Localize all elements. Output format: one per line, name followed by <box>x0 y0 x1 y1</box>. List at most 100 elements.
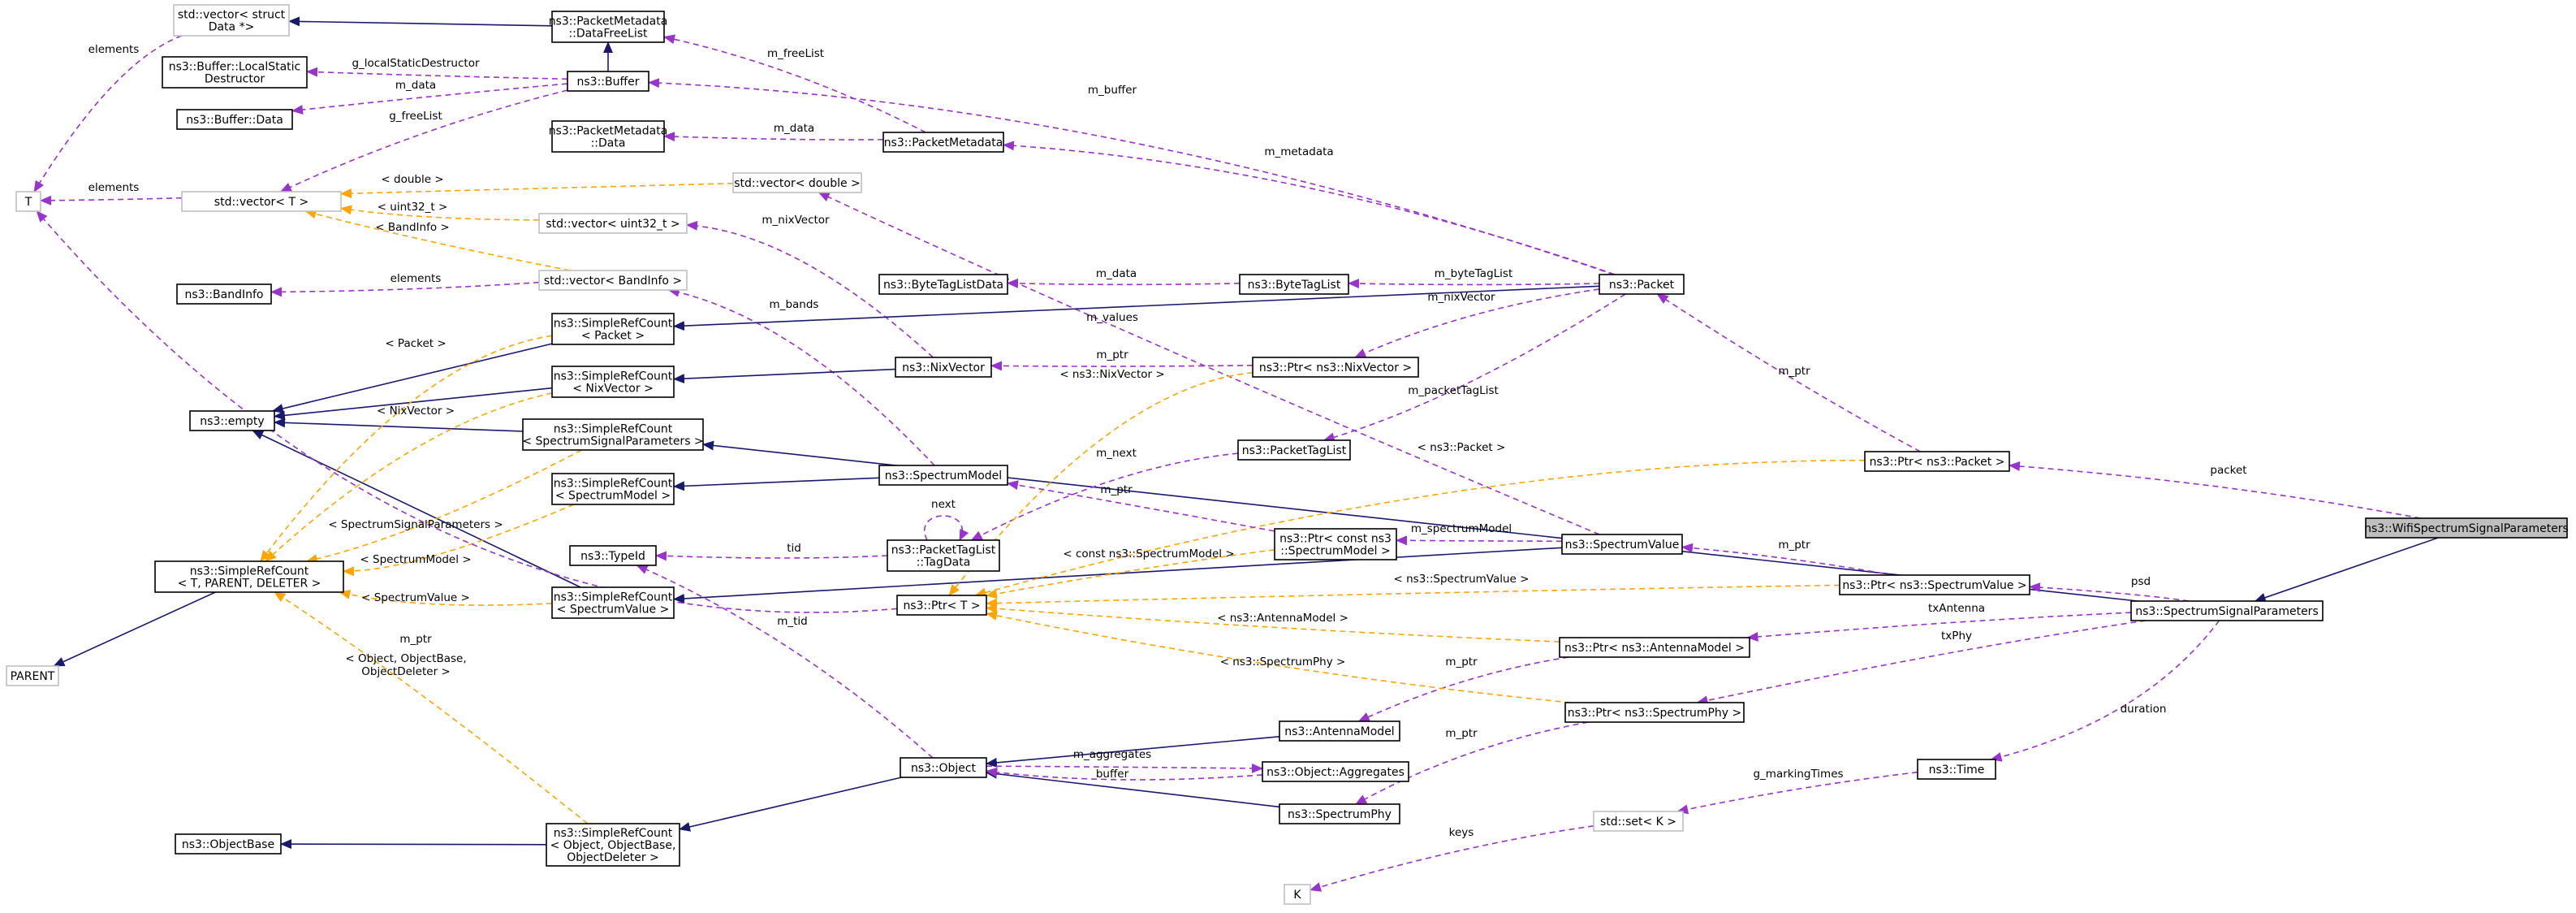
node-parent[interactable]: PARENT <box>6 665 59 686</box>
edge-spectrum_value-to-ptr_csm <box>1396 535 1563 546</box>
edge-label-keys: keys <box>1449 826 1474 839</box>
node-label: ns3::PacketMetadata <box>884 136 1003 149</box>
node-empty[interactable]: ns3::empty <box>189 410 275 431</box>
node-src-ssp[interactable]: ns3::SimpleRefCount< SpectrumSignalParam… <box>522 418 704 451</box>
node-packet[interactable]: ns3::Packet <box>1599 274 1685 295</box>
edge-label-m_data: m_data <box>395 79 436 92</box>
edge-label-BandInfo: < BandInfo > <box>375 221 449 234</box>
edge-label-m_ptr: m_ptr <box>1445 727 1478 740</box>
node-label: ns3::PacketTagList::TagData <box>891 544 996 569</box>
node-set-K[interactable]: std::set< K > <box>1593 811 1684 832</box>
node-vec-double[interactable]: std::vector< double > <box>732 172 862 193</box>
node-antenna-model[interactable]: ns3::AntennaModel <box>1279 720 1400 742</box>
node-label: ns3::empty <box>200 415 264 428</box>
edge-label-NixVector: < NixVector > <box>377 405 455 418</box>
node-src-nix[interactable]: ns3::SimpleRefCount< NixVector > <box>551 366 675 398</box>
edge-packet_metadata-to-pmd_data <box>663 132 884 142</box>
node-ptr-T[interactable]: ns3::Ptr< T > <box>896 595 987 616</box>
node-btl[interactable]: ns3::ByteTagList <box>1239 274 1349 295</box>
node-src-obj[interactable]: ns3::SimpleRefCount< Object, ObjectBase,… <box>546 823 680 867</box>
node-ptr-am[interactable]: ns3::Ptr< ns3::AntennaModel > <box>1559 637 1750 658</box>
node-K[interactable]: K <box>1284 884 1311 905</box>
node-vec-T[interactable]: std::vector< T > <box>181 191 342 212</box>
node-ptr-nix[interactable]: ns3::Ptr< ns3::NixVector > <box>1252 357 1419 378</box>
node-label: ns3::SpectrumSignalParameters <box>2135 605 2318 618</box>
node-typeid[interactable]: ns3::TypeId <box>569 545 657 566</box>
node-src-sv[interactable]: ns3::SimpleRefCount< SpectrumValue > <box>551 586 675 619</box>
node-src-sm[interactable]: ns3::SimpleRefCount< SpectrumModel > <box>551 473 675 505</box>
node-box <box>538 270 688 291</box>
node-box <box>1239 274 1349 295</box>
node-pmd-data[interactable]: ns3::PacketMetadata::Data <box>549 120 668 153</box>
node-label: std::vector< T > <box>214 196 309 209</box>
node-bandinfo[interactable]: ns3::BandInfo <box>176 283 272 305</box>
node-label: ns3::WifiSpectrumSignalParameters <box>2364 522 2569 535</box>
node-T[interactable]: T <box>15 191 41 212</box>
edge-label-elements: elements <box>88 181 140 194</box>
node-box <box>1561 534 1683 555</box>
edge-label-g_localStaticDestructor: g_localStaticDestructor <box>352 57 479 70</box>
node-ptl[interactable]: ns3::PacketTagList <box>1237 439 1351 461</box>
edge-packet_metadata-to-pmdfl <box>663 34 926 133</box>
node-vec-uint32[interactable]: std::vector< uint32_t > <box>538 213 688 234</box>
edge-src_obj-to-object_base <box>280 839 547 850</box>
node-spectrum-model[interactable]: ns3::SpectrumModel <box>878 465 1008 486</box>
node-src-tpd[interactable]: ns3::SimpleRefCount< T, PARENT, DELETER … <box>154 560 344 593</box>
node-pmdfl[interactable]: ns3::PacketMetadata::DataFreeList <box>549 11 668 43</box>
node-box <box>1252 357 1419 378</box>
node-buf-data[interactable]: ns3::Buffer::Data <box>176 109 293 130</box>
node-src-packet[interactable]: ns3::SimpleRefCount< Packet > <box>551 313 675 345</box>
node-box <box>1839 574 2030 595</box>
node-obj-agg[interactable]: ns3::Object::Aggregates <box>1262 761 1409 782</box>
edge-btl-to-btl_data <box>1007 278 1241 288</box>
edge-nix-to-src_nix <box>673 368 896 384</box>
node-spectrum-value[interactable]: ns3::SpectrumValue <box>1561 534 1683 555</box>
node-ssp[interactable]: ns3::SpectrumSignalParameters <box>2130 600 2324 621</box>
edge-label-txAntenna: txAntenna <box>1928 602 1985 615</box>
node-ptr-sp[interactable]: ns3::Ptr< ns3::SpectrumPhy > <box>1564 702 1745 723</box>
edge-ptl-to-ptl_tagdata <box>970 452 1239 541</box>
node-buffer[interactable]: ns3::Buffer <box>567 71 649 92</box>
edge-src_tpd-to-parent <box>53 591 216 667</box>
node-wifi[interactable]: ns3::WifiSpectrumSignalParameters <box>2364 517 2569 539</box>
edge-label-ptr_am: < ns3::AntennaModel > <box>1217 612 1348 625</box>
node-ptr-csm[interactable]: ns3::Ptr< const ns3::SpectrumModel > <box>1274 528 1397 560</box>
node-box <box>176 283 272 305</box>
edge-ptr_packet-to-ptr_T <box>974 459 1866 598</box>
node-box <box>1284 884 1311 905</box>
node-ptr-packet[interactable]: ns3::Ptr< ns3::Packet > <box>1864 451 2010 472</box>
node-object[interactable]: ns3::Object <box>900 757 987 778</box>
edge-time-to-set_K <box>1676 771 1918 815</box>
edge-label-m_ptr: m_ptr <box>399 633 432 646</box>
node-spectrum-phy[interactable]: ns3::SpectrumPhy <box>1279 803 1400 824</box>
node-box <box>887 539 1000 572</box>
node-vec-bandinfo[interactable]: std::vector< BandInfo > <box>538 270 688 291</box>
node-label: ns3::Ptr< T > <box>903 599 980 612</box>
node-ptl-tagdata[interactable]: ns3::PacketTagList::TagData <box>887 539 1000 572</box>
node-label: ns3::SimpleRefCount< Packet > <box>554 318 673 343</box>
edge-spectrum_value-to-vec_double <box>818 192 1600 535</box>
edge-ptr_sp-to-ptr_T <box>986 611 1571 703</box>
edge-vec_T-to-T <box>40 195 183 206</box>
node-label: ns3::Object::Aggregates <box>1266 766 1405 779</box>
node-nix[interactable]: ns3::NixVector <box>895 357 992 378</box>
node-btl-data[interactable]: ns3::ByteTagListData <box>878 274 1008 295</box>
edge-object-to-typeid <box>636 565 934 759</box>
edge-label-g_freeList: g_freeList <box>389 110 442 123</box>
edge-object-to-src_obj <box>679 777 902 832</box>
node-label: ns3::SimpleRefCount< SpectrumModel > <box>554 478 673 503</box>
node-box <box>878 465 1008 486</box>
edge-object-to-obj_agg <box>986 763 1263 773</box>
edge-vec_uint32-to-vec_T <box>340 205 540 221</box>
edge-ptr_packet-to-packet <box>1656 293 1921 452</box>
node-ptr-sv[interactable]: ns3::Ptr< ns3::SpectrumValue > <box>1839 574 2030 595</box>
node-label: ns3::TypeId <box>580 550 645 563</box>
node-packet-metadata[interactable]: ns3::PacketMetadata <box>882 132 1004 153</box>
node-time[interactable]: ns3::Time <box>1917 759 1996 780</box>
edge-label-next: next <box>931 498 956 511</box>
node-object-base[interactable]: ns3::ObjectBase <box>175 833 282 855</box>
edge-label-m_aggregates: m_aggregates <box>1073 748 1151 761</box>
edge-packet-to-ptl <box>1323 293 1626 443</box>
